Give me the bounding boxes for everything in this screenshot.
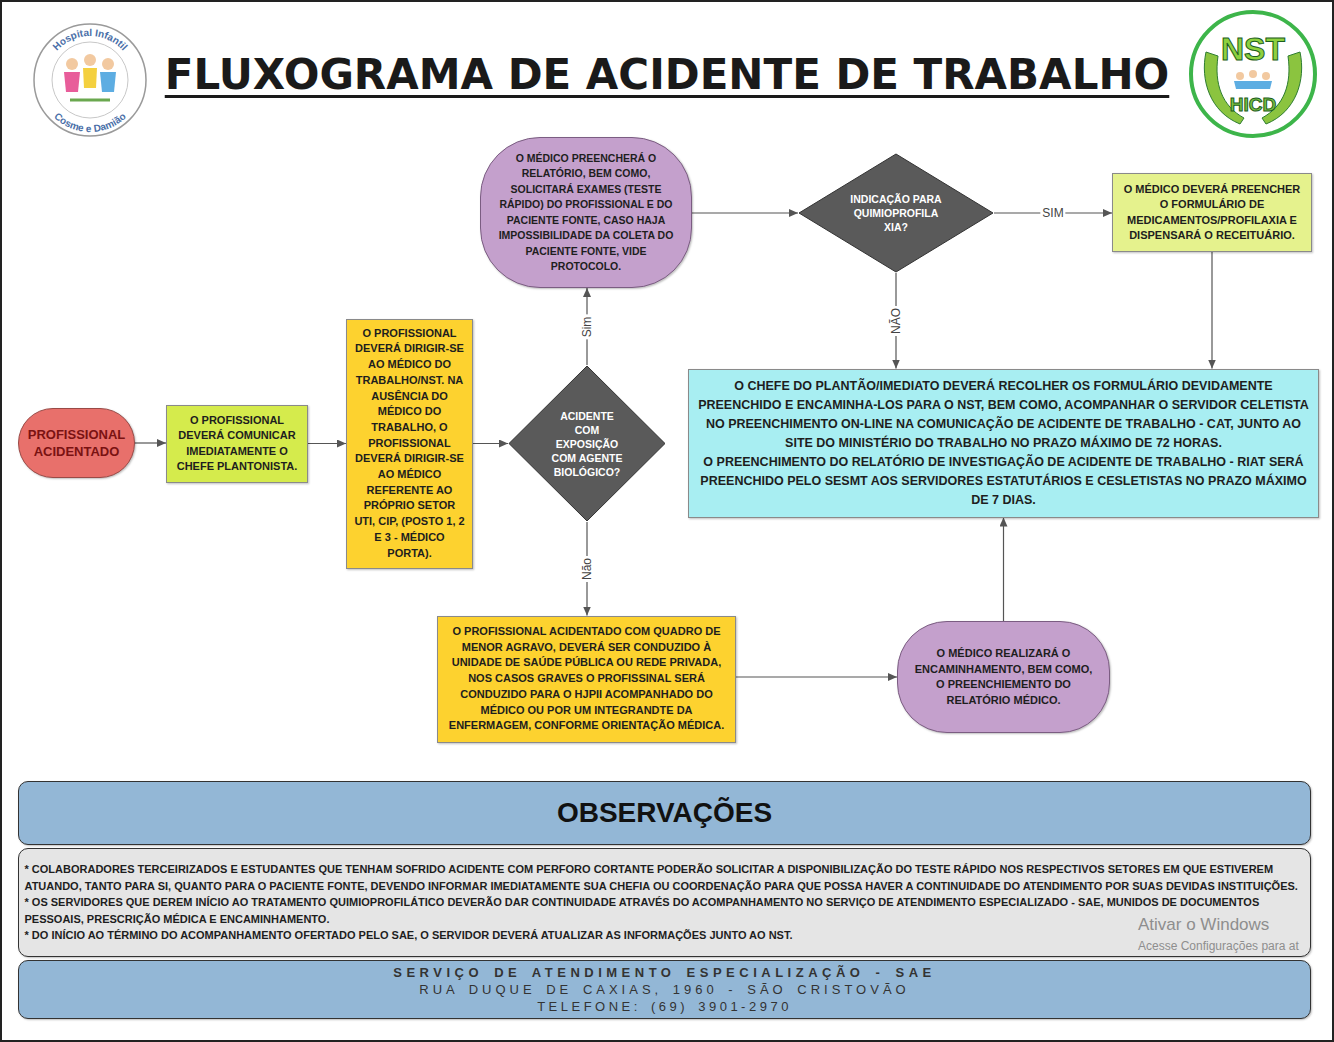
node-text: PROFISSIONAL ACIDENTADO <box>26 426 128 460</box>
terminal-pill: PROFISSIONAL ACIDENTADO <box>18 408 135 478</box>
watermark: Acesse Configurações para at <box>1138 939 1299 953</box>
edge-label: Não <box>580 556 594 582</box>
decision-diamond: ACIDENTE COM EXPOSIÇÃO COM AGENTE BIOLÓG… <box>508 365 666 522</box>
node-text: RUA DUQUE DE CAXIAS, 1960 - SÃO CRISTOVÃ… <box>22 981 1308 998</box>
decision-diamond: INDICAÇÃO PARA QUIMIOPROFILA XIA? <box>798 153 994 273</box>
diagram-title: FLUXOGRAMA DE ACIDENTE DE TRABALHO <box>0 50 1334 100</box>
notes-panel: * COLABORADORES TERCEIRIZADOS E ESTUDANT… <box>18 848 1311 957</box>
node-text: O PREENCHIMENTO DO RELATÓRIO DE INVESTIG… <box>696 453 1312 510</box>
node-text: TELEFONE: (69) 3901-2970 <box>22 998 1308 1015</box>
process-oval: O MÉDICO REALIZARÁ O ENCAMINHAMENTO, BEM… <box>897 621 1110 733</box>
nst-logo <box>1191 12 1315 136</box>
text-group: O MÉDICO REALIZARÁ O ENCAMINHAMENTO, BEM… <box>914 646 1094 708</box>
process-box: O PROFISSIONAL DEVERÁ DIRIGIR-SE AO MÉDI… <box>346 319 473 569</box>
text-group: O PROFISSIONAL ACIDENTADO COM QUADRO DE … <box>445 624 729 735</box>
logo-text: Cosme e Damião <box>52 110 128 134</box>
text-group: INDICAÇÃO PARA QUIMIOPROFILA XIA? <box>848 192 944 234</box>
text-group: ACIDENTE COM EXPOSIÇÃO COM AGENTE BIOLÓG… <box>548 409 626 479</box>
flow-arrow <box>1003 518 1004 622</box>
edge-label: SIM <box>1040 206 1065 220</box>
node-text: INDICAÇÃO PARA QUIMIOPROFILA XIA? <box>848 192 944 234</box>
flow-arrow <box>308 443 346 444</box>
edge-label: Sim <box>580 314 594 339</box>
process-oval: O MÉDICO PREENCHERÁ O RELATÓRIO, BEM COM… <box>480 137 692 288</box>
logo-text: NST <box>1221 31 1285 67</box>
header-band: OBSERVAÇÕES <box>18 781 1311 845</box>
node-text: O MÉDICO PREENCHERÁ O RELATÓRIO, BEM COM… <box>496 151 676 275</box>
node-text: * COLABORADORES TERCEIRIZADOS E ESTUDANT… <box>25 861 1305 894</box>
node-text: * OS SERVIDORES QUE DEREM INÍCIO AO TRAT… <box>25 894 1305 927</box>
node-text: O MÉDICO REALIZARÁ O ENCAMINHAMENTO, BEM… <box>914 646 1094 708</box>
footer-band: SERVIÇO DE ATENDIMENTO ESPECIALIZAÇÃO - … <box>18 960 1311 1019</box>
text-group: OBSERVAÇÕES <box>24 796 1306 830</box>
flow-arrow <box>1211 252 1212 369</box>
diamond-shape <box>799 154 993 272</box>
node-text: * DO INÍCIO AO TÉRMINO DO ACOMPANHAMENTO… <box>25 927 1305 944</box>
process-box: O CHEFE DO PLANTÃO/IMEDIATO DEVERÁ RECOL… <box>688 369 1319 518</box>
text-group: O CHEFE DO PLANTÃO/IMEDIATO DEVERÁ RECOL… <box>696 377 1312 510</box>
diamond-shape <box>509 366 665 521</box>
node-text: ACIDENTE COM EXPOSIÇÃO COM AGENTE BIOLÓG… <box>548 409 626 479</box>
text-group: O PROFISSIONAL DEVERÁ COMUNICAR IMEDIATA… <box>174 413 301 475</box>
node-text: O CHEFE DO PLANTÃO/IMEDIATO DEVERÁ RECOL… <box>696 377 1312 453</box>
node-text: OBSERVAÇÕES <box>24 796 1306 830</box>
node-text: O PROFISSIONAL DEVERÁ DIRIGIR-SE AO MÉDI… <box>353 326 467 562</box>
text-group: O MÉDICO PREENCHERÁ O RELATÓRIO, BEM COM… <box>496 151 676 275</box>
node-text: O MÉDICO DEVERÁ PREENCHER O FORMULÁRIO D… <box>1120 182 1305 244</box>
text-group: SERVIÇO DE ATENDIMENTO ESPECIALIZAÇÃO - … <box>22 964 1308 1015</box>
flow-arrow <box>736 676 897 677</box>
watermark: Ativar o Windows <box>1138 915 1269 935</box>
process-box: O PROFISSIONAL DEVERÁ COMUNICAR IMEDIATA… <box>166 405 308 483</box>
text-group: O MÉDICO DEVERÁ PREENCHER O FORMULÁRIO D… <box>1120 182 1305 244</box>
text-group: * COLABORADORES TERCEIRIZADOS E ESTUDANT… <box>25 861 1305 944</box>
text-group: O PROFISSIONAL DEVERÁ DIRIGIR-SE AO MÉDI… <box>353 326 467 562</box>
node-text: SERVIÇO DE ATENDIMENTO ESPECIALIZAÇÃO - … <box>22 964 1308 981</box>
flow-arrow <box>692 212 798 213</box>
edge-label: NÃO <box>889 306 903 336</box>
logo-text: HICD <box>1230 94 1276 115</box>
text-group: PROFISSIONAL ACIDENTADO <box>26 426 128 460</box>
hospital-logo <box>34 24 146 136</box>
process-box: O PROFISSIONAL ACIDENTADO COM QUADRO DE … <box>437 616 736 743</box>
flow-arrow <box>473 443 508 444</box>
node-text: O PROFISSIONAL ACIDENTADO COM QUADRO DE … <box>445 624 729 735</box>
logo-text: Hospital Infantil <box>50 27 130 53</box>
process-box: O MÉDICO DEVERÁ PREENCHER O FORMULÁRIO D… <box>1112 173 1312 252</box>
flow-arrow <box>135 442 166 443</box>
node-text: O PROFISSIONAL DEVERÁ COMUNICAR IMEDIATA… <box>174 413 301 475</box>
